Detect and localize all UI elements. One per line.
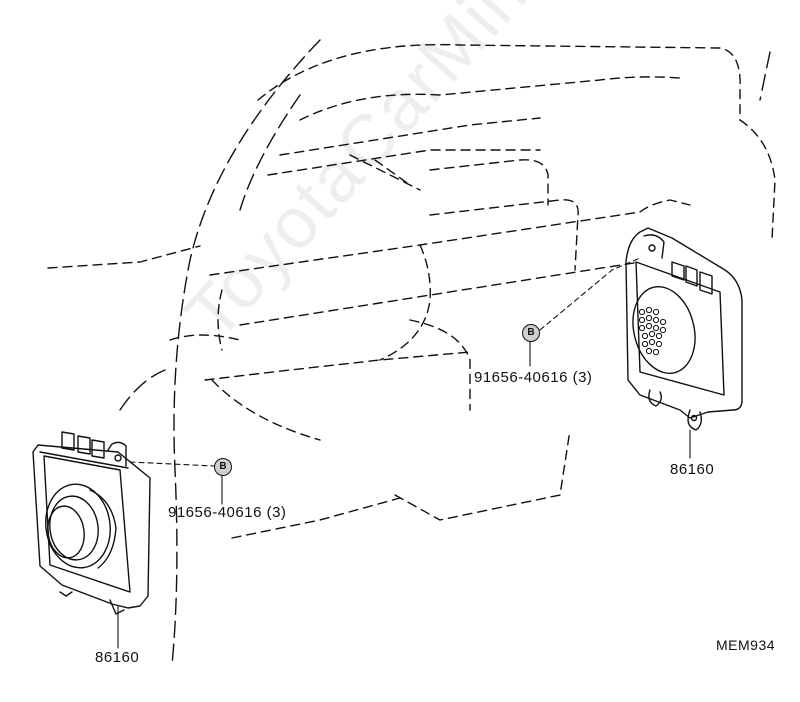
fastener-label-right: 91656-40616 (3) (474, 369, 593, 386)
part-number-right-speaker: 86160 (670, 461, 715, 478)
leader-lines (129, 257, 641, 505)
part-number-left-speaker: 86160 (95, 649, 140, 666)
right-speaker (625, 227, 743, 459)
fastener-ref-mark-left: B (214, 458, 232, 476)
left-speaker (32, 431, 151, 649)
speaker-grille (638, 306, 667, 356)
drawing-code: MEM934 (716, 637, 776, 653)
dashboard-outline (47, 43, 776, 539)
fastener-ref-mark-right: B (522, 324, 540, 342)
pillar-outline (119, 39, 771, 666)
fastener-label-left: 91656-40616 (3) (168, 504, 287, 521)
